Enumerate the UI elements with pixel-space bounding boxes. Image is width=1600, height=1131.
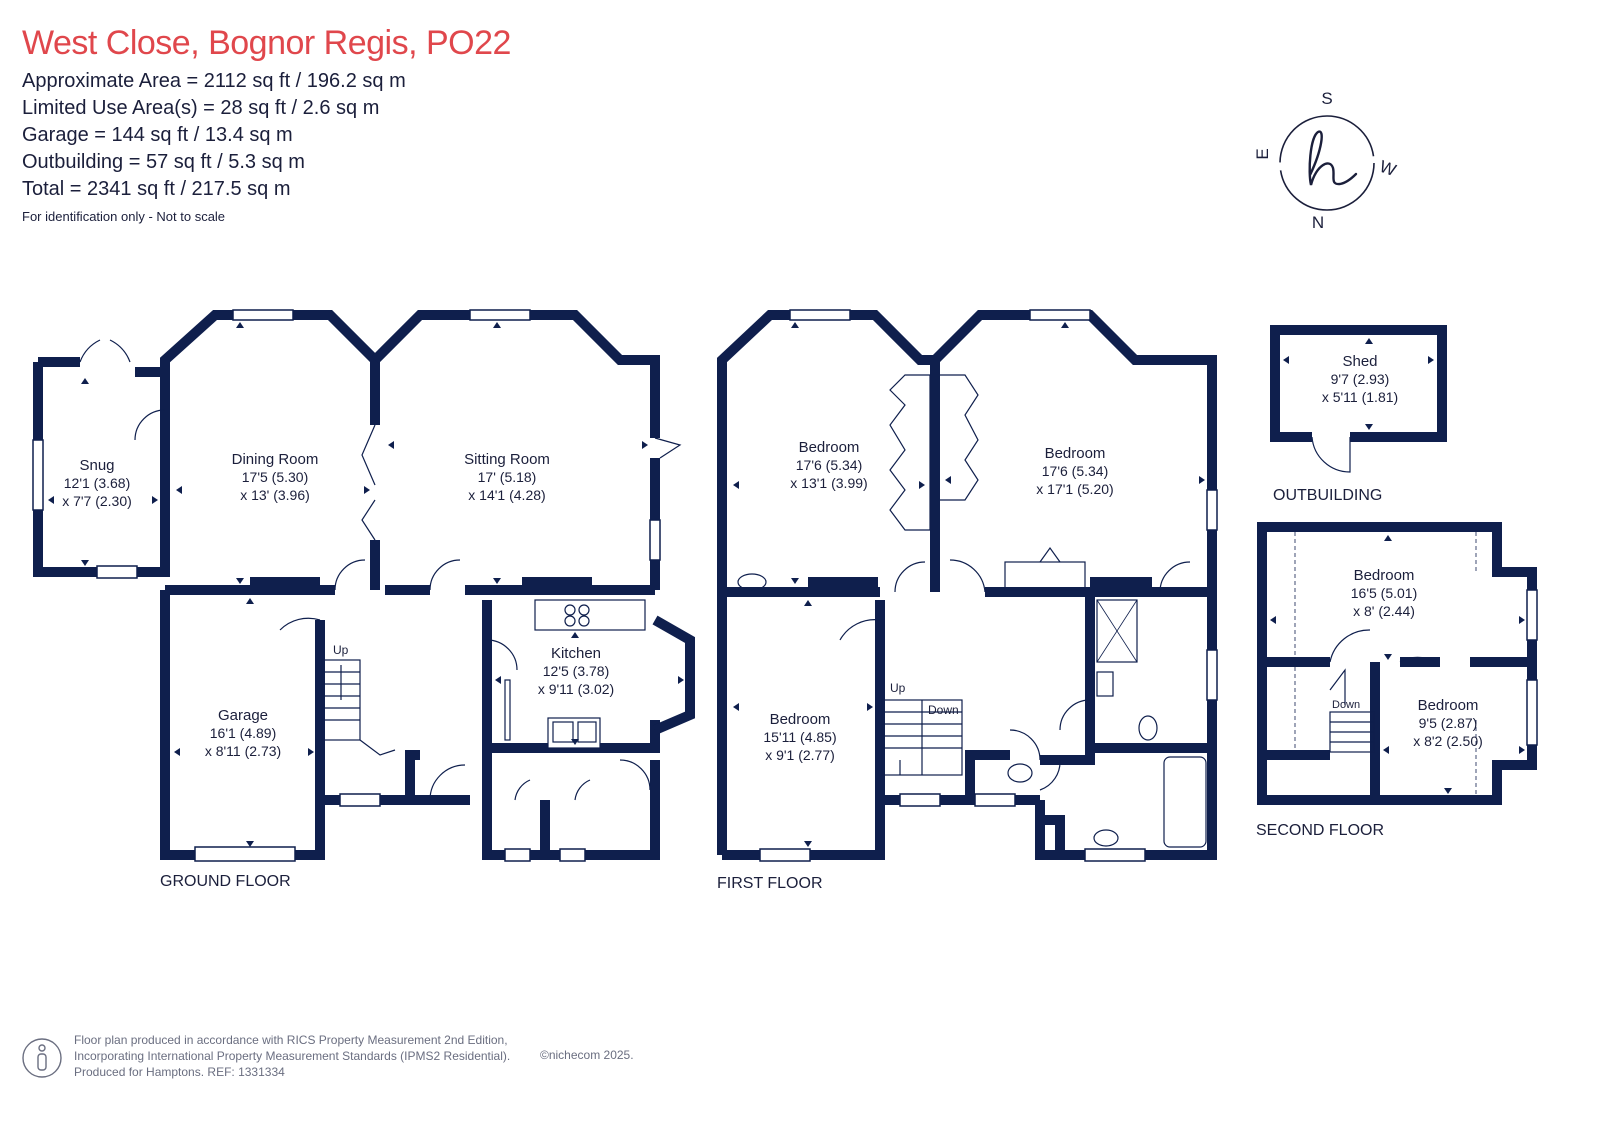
room-name: Sitting Room: [464, 451, 550, 468]
room-dim: 12'5 (3.78): [543, 663, 610, 679]
room-dim: x 13' (3.96): [240, 487, 310, 503]
room-kitchen: Kitchen 12'5 (3.78) x 9'11 (3.02): [538, 645, 614, 697]
room-dim: x 8'2 (2.50): [1413, 733, 1483, 749]
room-name: Bedroom: [1418, 697, 1479, 714]
room-name: Kitchen: [551, 645, 601, 662]
room-name: Garage: [218, 707, 268, 724]
room-second-bedroom-1: Bedroom 16'5 (5.01) x 8' (2.44): [1351, 567, 1418, 619]
room-dim: x 8' (2.44): [1353, 603, 1415, 619]
sitting-bay-wall: [371, 310, 660, 438]
ground-floor-label: GROUND FLOOR: [160, 873, 291, 890]
room-dim: 17'6 (5.34): [796, 457, 863, 473]
room-dim: 16'1 (4.89): [210, 725, 277, 741]
stairs-down-label: Down: [1332, 699, 1360, 711]
room-name: Bedroom: [799, 439, 860, 456]
stairs-up-label: Up: [333, 643, 349, 657]
area-approximate: Approximate Area = 2112 sq ft / 196.2 sq…: [22, 70, 406, 92]
room-garage: Garage 16'1 (4.89) x 8'11 (2.73): [205, 707, 281, 759]
compass-icon: S W N E: [1253, 89, 1399, 232]
compass-n: N: [1312, 213, 1324, 232]
copyright: ©nichecom 2025.: [540, 1048, 634, 1062]
dining-bay-wall: [160, 310, 380, 425]
stairs-up-label: Up: [890, 681, 906, 695]
room-dim: x 17'1 (5.20): [1036, 481, 1113, 497]
room-dim: 15'11 (4.85): [763, 729, 836, 745]
room-dim: x 5'11 (1.81): [1322, 389, 1398, 405]
disclaimer: For identification only - Not to scale: [22, 209, 226, 224]
room-dim: 16'5 (5.01): [1351, 585, 1418, 601]
footer-line: Floor plan produced in accordance with R…: [74, 1033, 508, 1047]
second-floor-label: SECOND FLOOR: [1256, 822, 1384, 839]
room-dim: x 14'1 (4.28): [468, 487, 545, 503]
room-dim: 12'1 (3.68): [64, 475, 131, 491]
info-icon: [22, 1038, 62, 1078]
room-first-bedroom-2: Bedroom 17'6 (5.34) x 17'1 (5.20): [1036, 445, 1113, 497]
room-first-bedroom-3: Bedroom 15'11 (4.85) x 9'1 (2.77): [763, 711, 836, 763]
room-snug: Snug 12'1 (3.68) x 7'7 (2.30): [62, 457, 132, 509]
room-dim: x 13'1 (3.99): [790, 475, 867, 491]
footer-line: Produced for Hamptons. REF: 1331334: [74, 1065, 285, 1079]
second-floor: [1257, 522, 1537, 805]
room-dim: x 9'11 (3.02): [538, 681, 614, 697]
footer-line: Incorporating International Property Mea…: [74, 1049, 511, 1063]
dimension-arrows: [48, 322, 1525, 847]
area-garage: Garage = 144 sq ft / 13.4 sq m: [22, 124, 293, 146]
area-outbuilding: Outbuilding = 57 sq ft / 5.3 sq m: [22, 151, 305, 173]
compass-w: W: [1377, 157, 1399, 180]
room-first-bedroom-1: Bedroom 17'6 (5.34) x 13'1 (3.99): [790, 439, 867, 491]
compass-e: E: [1253, 148, 1272, 159]
stairs-down-label: Down: [928, 703, 959, 717]
room-name: Dining Room: [232, 451, 319, 468]
room-dining: Dining Room 17'5 (5.30) x 13' (3.96): [232, 451, 319, 503]
room-dim: 17'6 (5.34): [1042, 463, 1109, 479]
outbuilding-label: OUTBUILDING: [1273, 487, 1382, 504]
ground-floor: [33, 310, 695, 860]
room-name: Bedroom: [1354, 567, 1415, 584]
footer: Floor plan produced in accordance with R…: [22, 1032, 782, 1092]
room-sitting: Sitting Room 17' (5.18) x 14'1 (4.28): [464, 451, 550, 503]
header: West Close, Bognor Regis, PO22 Approxima…: [22, 24, 511, 224]
room-dim: 9'7 (2.93): [1331, 371, 1390, 387]
area-limited-use: Limited Use Area(s) = 28 sq ft / 2.6 sq …: [22, 97, 380, 119]
room-name: Bedroom: [770, 711, 831, 728]
area-total: Total = 2341 sq ft / 217.5 sq m: [22, 178, 291, 200]
compass-s: S: [1321, 89, 1332, 108]
room-dim: x 7'7 (2.30): [62, 493, 132, 509]
room-dim: 9'5 (2.87): [1419, 715, 1478, 731]
room-dim: x 8'11 (2.73): [205, 743, 281, 759]
room-name: Shed: [1342, 353, 1377, 370]
room-dim: 17' (5.18): [478, 469, 537, 485]
footer-text: Floor plan produced in accordance with R…: [74, 1032, 510, 1080]
room-name: Bedroom: [1045, 445, 1106, 462]
first-floor-label: FIRST FLOOR: [717, 875, 823, 892]
outbuilding: Shed 9'7 (2.93) x 5'11 (1.81) OUTBUILDIN…: [1270, 325, 1447, 504]
room-name: Snug: [79, 457, 114, 474]
room-dim: 17'5 (5.30): [242, 469, 309, 485]
room-second-bedroom-2: Bedroom 9'5 (2.87) x 8'2 (2.50): [1413, 697, 1483, 749]
page-title: West Close, Bognor Regis, PO22: [22, 24, 511, 62]
room-dim: x 9'1 (2.77): [765, 747, 835, 763]
